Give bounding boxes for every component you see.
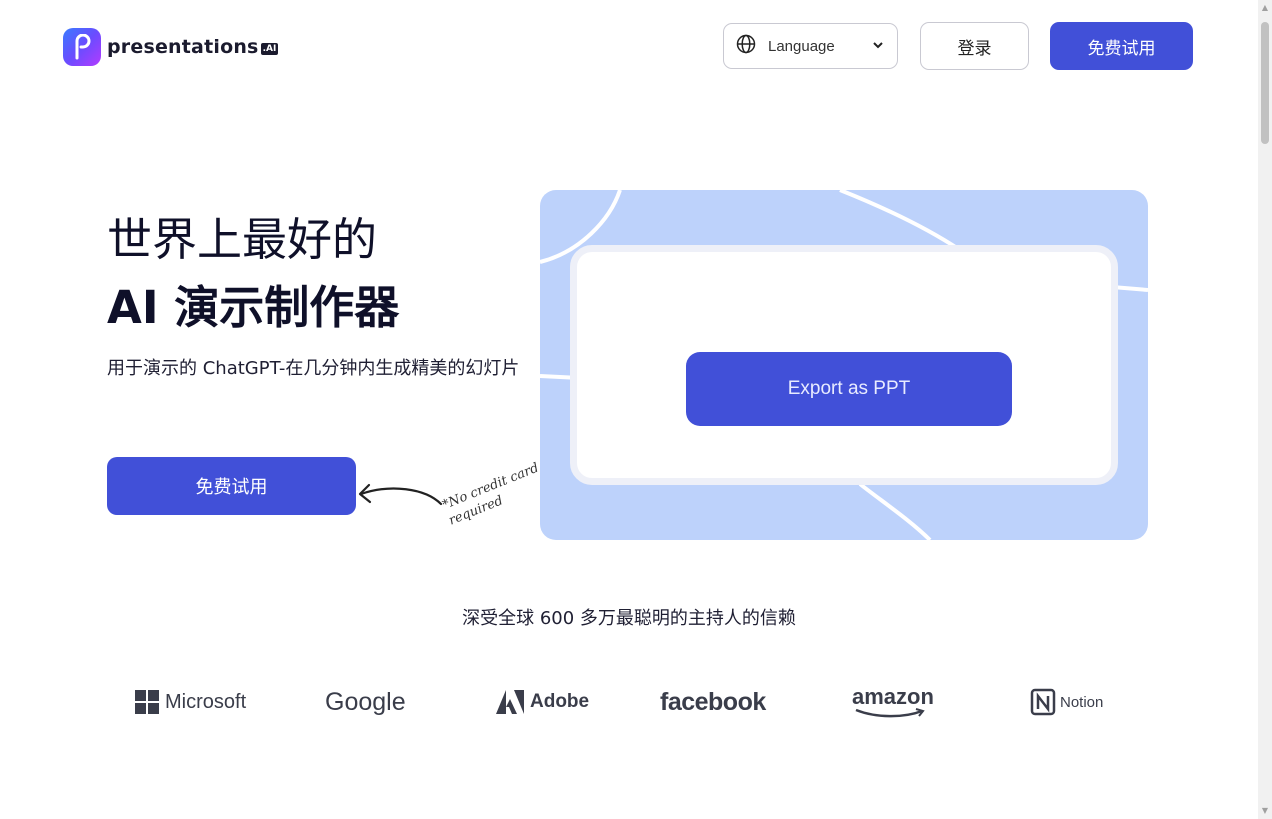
hero-subtitle: 用于演示的 ChatGPT-在几分钟内生成精美的幻灯片 [107,358,520,379]
brand-logos: Microsoft Google Adobe facebook amazon N… [120,680,1120,724]
page-scrollbar[interactable]: ▲ ▼ [1258,0,1272,819]
amazon-smile-icon [855,708,925,718]
hero-free-trial-button[interactable]: 免费试用 [107,457,356,515]
adobe-icon [496,690,524,714]
logo[interactable]: presentations .AI [63,28,279,66]
language-selector[interactable]: Language [723,23,898,69]
hero-title-line2: AI 演示制作器 [107,281,400,334]
adobe-logo: Adobe [496,680,589,724]
hero-visual: Export as PPT [540,190,1148,540]
login-button[interactable]: 登录 [920,22,1029,70]
microsoft-icon [135,690,159,714]
facebook-label: facebook [660,687,766,716]
amazon-logo: amazon [852,680,934,724]
trust-statement: 深受全球 600 多万最聪明的主持人的信赖 [462,608,796,629]
scroll-down-arrow-icon[interactable]: ▼ [1261,806,1269,815]
microsoft-logo: Microsoft [135,680,246,724]
language-label: Language [768,37,835,55]
google-label: Google [325,687,406,716]
globe-icon [736,34,756,58]
adobe-label: Adobe [530,691,590,712]
scroll-up-arrow-icon[interactable]: ▲ [1261,3,1269,12]
scrollbar-thumb[interactable] [1261,22,1269,144]
export-as-ppt-button[interactable]: Export as PPT [686,352,1012,426]
notion-logo: Notion [1030,680,1103,724]
amazon-label: amazon [852,684,934,709]
curved-arrow-icon [358,483,443,506]
decorative-lines [540,190,1148,540]
logo-mark-icon [63,28,101,66]
hero-title-line1: 世界上最好的 [107,213,378,266]
notion-label: Notion [1060,693,1104,711]
notion-icon [1030,688,1056,716]
no-credit-card-note: *No credit card required [440,460,541,529]
export-card: Export as PPT [570,245,1118,485]
facebook-logo: facebook [660,680,766,724]
logo-badge: .AI [260,43,279,55]
google-logo: Google [325,680,406,724]
chevron-down-icon [871,37,885,56]
microsoft-label: Microsoft [165,690,247,713]
header-free-trial-button[interactable]: 免费试用 [1050,22,1193,70]
logo-text: presentations [107,36,259,58]
